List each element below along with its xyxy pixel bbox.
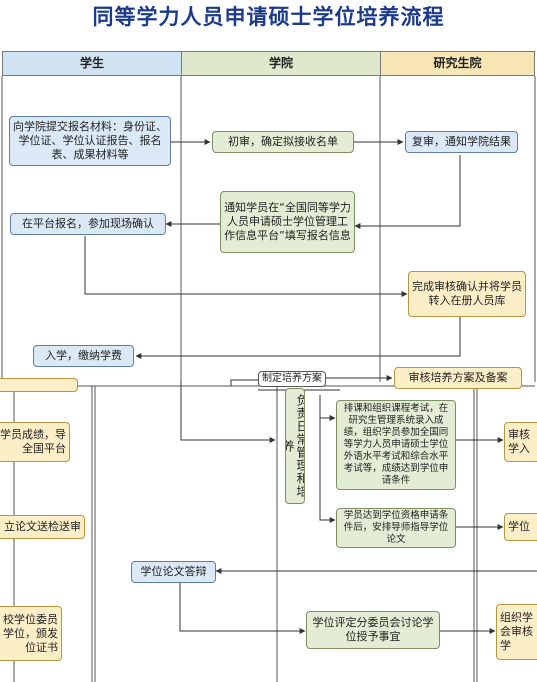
review-plan-box: 审核培养方案及备案 <box>394 367 522 389</box>
courses-exams-box: 排课和组织课程考试，在研究生管理系统录入成绩，组织学员参加全国同等学力人员申请硕… <box>336 400 456 490</box>
notify-register-box: 通知学员在“全国同等学力人员申请硕士学位管理工作信息平台”填写报名信息 <box>220 191 355 253</box>
enroll-pay-box: 入学，缴纳学费 <box>33 345 134 367</box>
initial-review-box: 初审，确定拟接收名单 <box>212 131 354 153</box>
submit-materials-box: 向学院提交报名材料：身份证、学位证、学位认证报告、报名表、成果材料等 <box>9 116 171 166</box>
make-plan-box: 制定培养方案 <box>258 371 326 387</box>
complete-review-box: 完成审核确认并将学员转入在册人员库 <box>408 271 526 317</box>
fragment-review-right-box: 审核学入 <box>504 422 537 462</box>
fragment-degree-box: 校学位委员学位，颁发位证书 <box>0 606 62 661</box>
supervisor-thesis-box: 学员达到学位资格申请条件后，安排导师指导学位论文 <box>336 508 456 548</box>
lane-header-student: 学生 <box>2 51 182 76</box>
manage-training-box: 负责日常管理和培养 <box>285 388 305 504</box>
fragment-org-right-box: 组织学会审核学 <box>496 604 537 660</box>
platform-register-box: 在平台报名，参加现场确认 <box>10 213 166 235</box>
fragment-thesis-send-box: 立论文送检送审 <box>0 515 85 539</box>
page-title: 同等学力人员申请硕士学位培养流程 <box>92 4 445 29</box>
re-review-box: 复审，通知学院结果 <box>405 131 518 153</box>
defense-box: 学位论文答辩 <box>131 561 216 583</box>
fragment-xuewei-right-box: 学位 <box>504 513 537 541</box>
fragment-top-left <box>0 378 78 392</box>
committee-box: 学位评定分委员会讨论学位授予事宜 <box>306 611 440 649</box>
fragment-grades-box: 学员成绩，导全国平台 <box>0 422 70 462</box>
lane-header-graduate-school: 研究生院 <box>380 51 535 76</box>
